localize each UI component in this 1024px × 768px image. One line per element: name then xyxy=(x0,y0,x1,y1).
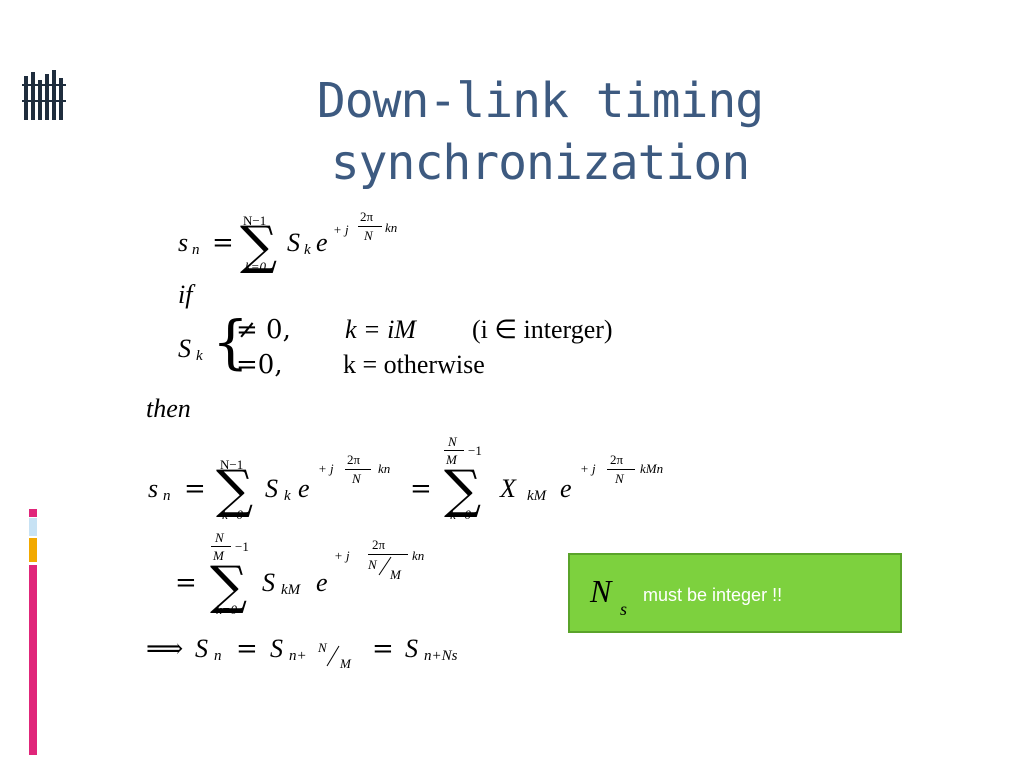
eq2-exp2-base: e xyxy=(560,474,572,503)
eq2-equals-2: = xyxy=(410,474,432,504)
eq2-exp2-post: kMn xyxy=(640,461,664,476)
eq2-term2-sub: kM xyxy=(527,488,547,504)
eq2-sum2-upper-bar xyxy=(444,450,464,451)
eq1-exp-base: e xyxy=(316,228,328,257)
if-word: if xyxy=(178,280,193,309)
eq3-sum-lower: k=0 xyxy=(216,602,238,617)
eq2-exp1-frac-bar xyxy=(345,469,371,470)
case-row2-cond: k = otherwise xyxy=(343,350,485,379)
accent-bar-magenta-long xyxy=(29,565,37,755)
eq4-mid-sub-n: N xyxy=(318,640,327,655)
callout-text: must be integer !! xyxy=(643,585,783,605)
case-lhs: S xyxy=(178,334,191,363)
eq3-term-sub: kM xyxy=(281,582,301,598)
eq1-lhs-sub: n xyxy=(192,242,200,258)
eq3-exp-base: e xyxy=(316,568,328,597)
eq2-exp1-post: kn xyxy=(378,461,391,476)
eq2-exp1-den: N xyxy=(352,471,361,486)
eq1-term-sub: k xyxy=(304,242,311,258)
eq4-lhs: S xyxy=(195,634,208,663)
accent-bar-lightblue xyxy=(29,518,37,536)
eq3-sigma: ∑ xyxy=(210,556,248,616)
eq3-exp-num: 2π xyxy=(372,537,386,552)
eq1-exp-den: N xyxy=(364,228,373,243)
eq2-sum2-upper-num: N xyxy=(448,434,457,449)
eq2-sum1-upper: N−1 xyxy=(220,457,244,472)
eq4-slash xyxy=(326,645,340,667)
eq3-sum-upper-bar xyxy=(211,546,231,547)
callout-symbol: N xyxy=(590,573,612,609)
eq4-implies: ⟹ xyxy=(146,634,184,664)
case-row1-val: ≠ 0, xyxy=(236,315,291,345)
eq2-sum2-lower: k=0 xyxy=(450,507,472,522)
eq1-exp-frac-bar xyxy=(358,226,382,227)
eq4-rhs: S xyxy=(405,634,418,663)
eq2-exp2-frac-bar xyxy=(607,469,635,470)
eq4-mid: S xyxy=(270,634,283,663)
eq2-exp2-num: 2π xyxy=(610,452,624,467)
eq4-equals-2: = xyxy=(372,634,394,664)
case-row1-cond: k = iM xyxy=(345,315,416,344)
eq4-mid-sub-m: M xyxy=(340,656,351,671)
callout-symbol-sub: s xyxy=(620,599,628,619)
case-brace: { xyxy=(212,308,249,376)
eq1-exp-pre: + j xyxy=(333,222,349,237)
eq3-slash xyxy=(378,556,392,576)
eq2-sigma-1: ∑ xyxy=(216,460,254,520)
eq1-sum-upper: N−1 xyxy=(243,213,267,228)
eq2-sum2-upper-den: M xyxy=(446,452,457,467)
eq1-term: S xyxy=(287,228,300,257)
eq2-sum2-upper-post: −1 xyxy=(468,443,482,458)
accent-bar-magenta-small xyxy=(29,509,37,517)
eq3-exp-den-n: N xyxy=(368,557,377,572)
eq3-exp-pre: + j xyxy=(334,548,350,563)
eq4-equals-1: = xyxy=(236,634,258,664)
eq1-sigma: ∑ xyxy=(240,216,278,276)
eq1-lhs: s xyxy=(178,228,189,257)
book-lines-icon xyxy=(22,70,66,122)
eq1-exp-num: 2π xyxy=(360,209,374,224)
title-line-1: Down-link timing xyxy=(316,73,764,129)
title-line-2: synchronization xyxy=(330,135,750,191)
case-row1-note: (i ∈ interger) xyxy=(472,315,613,344)
eq3-exp-frac-bar xyxy=(368,554,408,555)
eq3-exp-post: kn xyxy=(412,548,425,563)
eq1-sum-lower: k=0 xyxy=(245,259,267,274)
eq2-term2: X xyxy=(500,474,516,503)
case-lhs-sub: k xyxy=(196,348,203,364)
accent-bar-orange xyxy=(29,538,37,562)
eq1-exp-post: kn xyxy=(385,220,398,235)
eq2-sum1-lower: k=0 xyxy=(222,507,244,522)
eq2-exp1-pre: + j xyxy=(318,461,334,476)
eq2-sigma-2: ∑ xyxy=(444,460,482,520)
eq2-term1-sub: k xyxy=(284,488,291,504)
eq3-term: S xyxy=(262,568,275,597)
eq4-rhs-sub: n+Ns xyxy=(424,648,458,664)
eq4-lhs-sub: n xyxy=(214,648,222,664)
slide-title: Down-link timing synchronization xyxy=(210,70,870,194)
eq2-term1: S xyxy=(265,474,278,503)
eq3-exp-den-m: M xyxy=(390,567,401,582)
eq2-lhs: s xyxy=(148,474,159,503)
case-row2-val: =0, xyxy=(236,350,283,380)
eq3-equals: = xyxy=(175,568,197,598)
eq4-mid-sub-pre: n+ xyxy=(289,648,307,664)
eq3-sum-upper-num: N xyxy=(215,530,224,545)
eq1-equals: = xyxy=(212,228,234,258)
callout-box: N s must be integer !! xyxy=(568,553,902,633)
eq2-lhs-sub: n xyxy=(163,488,171,504)
eq2-exp1-base: e xyxy=(298,474,310,503)
eq3-sum-upper-post: −1 xyxy=(235,539,249,554)
eq2-exp2-den: N xyxy=(615,471,624,486)
eq2-exp1-num: 2π xyxy=(347,452,361,467)
eq2-equals-1: = xyxy=(184,474,206,504)
then-word: then xyxy=(146,394,191,423)
eq2-exp2-pre: + j xyxy=(580,461,596,476)
eq3-sum-upper-den: M xyxy=(213,548,224,563)
